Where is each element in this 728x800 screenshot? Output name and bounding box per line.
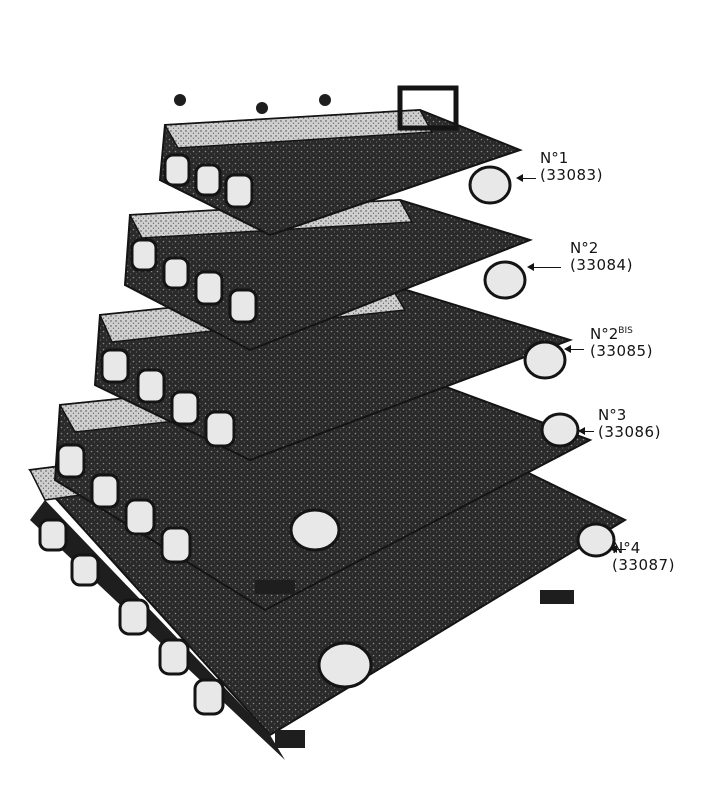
callout-no2-arrow: [527, 263, 561, 271]
callout-no2bis-superscript: BIS: [618, 326, 633, 336]
cylinder-head-2: [123, 198, 534, 352]
callout-no3-ref: (33086): [598, 423, 661, 441]
callout-no1-number: N°1: [540, 149, 569, 167]
callout-no4: N°4 (33087): [612, 540, 675, 574]
callout-no1: N°1 (33083): [540, 150, 603, 184]
callout-no3-number: N°3: [598, 406, 627, 424]
callout-no2bis: N°2BIS (33085): [590, 323, 653, 360]
callout-no2bis-number-text: N°2: [590, 325, 619, 343]
callout-no4-number: N°4: [612, 539, 641, 557]
callout-no4-ref: (33087): [612, 556, 675, 574]
cylinder-head-1: [158, 85, 523, 237]
callout-no3-arrow: [578, 427, 594, 435]
callout-no2-number: N°2: [570, 239, 599, 257]
callout-no2: N°2 (33084): [570, 240, 633, 274]
callout-no1-ref: (33083): [540, 166, 603, 184]
callout-no2bis-arrow: [564, 345, 584, 353]
callout-no1-arrow: [516, 174, 536, 182]
callout-no2bis-ref: (33085): [590, 342, 653, 360]
callout-no3: N°3 (33086): [598, 407, 661, 441]
callout-no2bis-number: N°2BIS: [590, 323, 653, 343]
callout-no2-ref: (33084): [570, 256, 633, 274]
callout-no4-arrow: [610, 545, 626, 553]
